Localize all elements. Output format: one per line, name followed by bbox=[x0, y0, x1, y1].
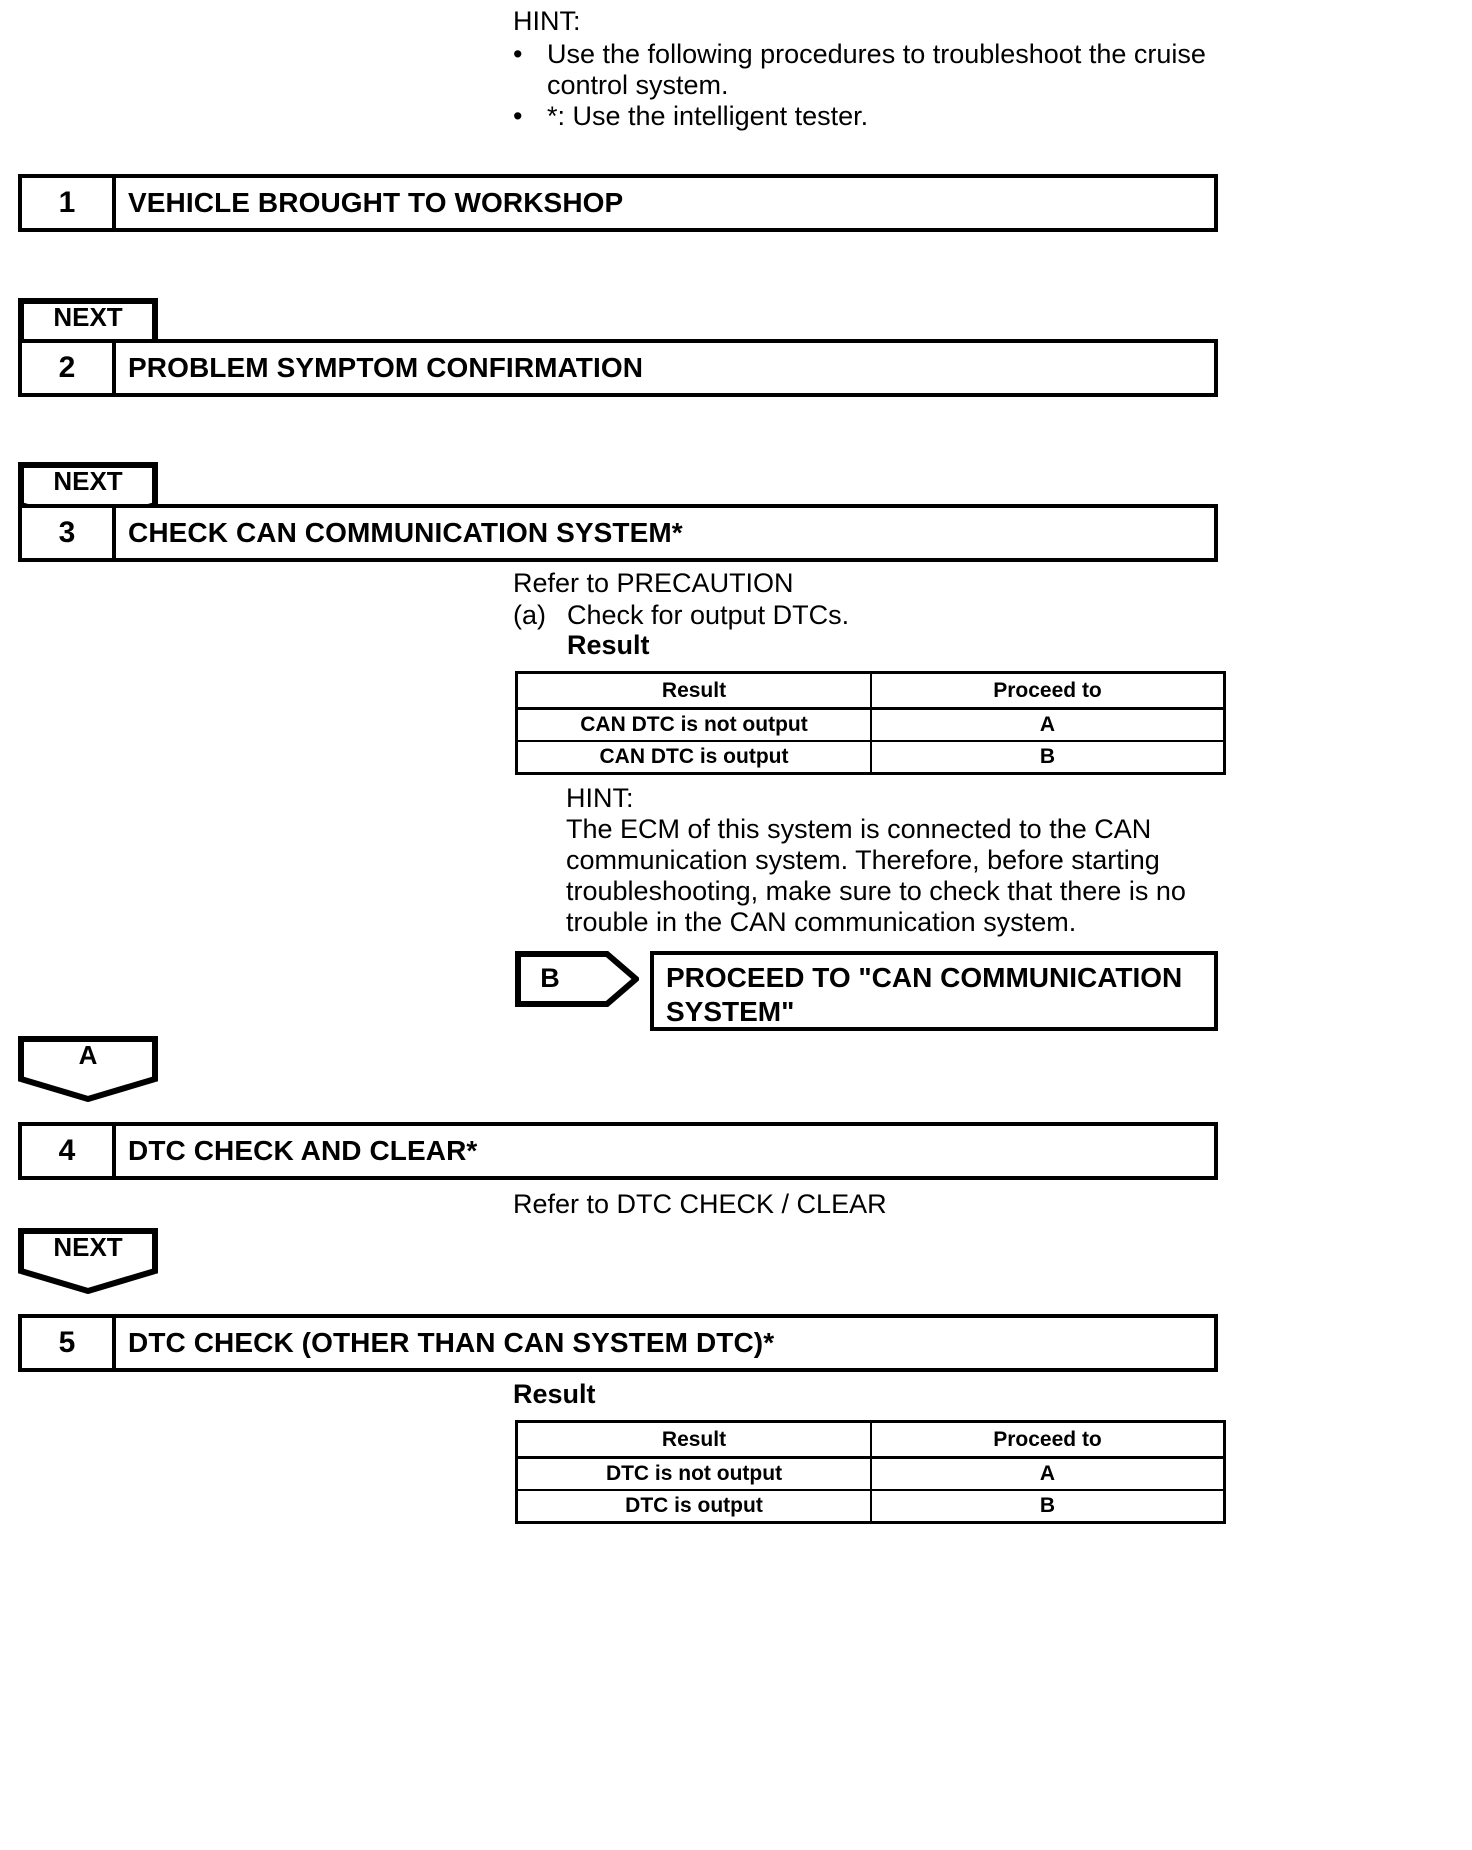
col-header-result: Result bbox=[515, 1420, 872, 1459]
step-3-hint-title: HINT: bbox=[566, 783, 634, 813]
col-header-proceed-to: Proceed to bbox=[870, 671, 1226, 710]
cell-result-value: CAN DTC is not output bbox=[515, 707, 872, 742]
step-3-item-a-marker: (a) bbox=[513, 600, 546, 630]
connector-next-4: NEXT bbox=[18, 1228, 158, 1294]
step-3-hint-line-4: trouble in the CAN communication system. bbox=[566, 907, 1077, 937]
cell-proceed-value: B bbox=[870, 1489, 1226, 1524]
proceed-to-line-1: PROCEED TO "CAN COMMUNICATION bbox=[666, 962, 1183, 993]
step-3-hint-line-2: communication system. Therefore, before … bbox=[566, 845, 1160, 875]
step-5-result-heading: Result bbox=[513, 1379, 596, 1409]
table-row: DTC is not output A bbox=[515, 1456, 1226, 1491]
step-5-label: DTC CHECK (OTHER THAN CAN SYSTEM DTC)* bbox=[128, 1327, 775, 1358]
step-3-item-a: (a) Check for output DTCs. bbox=[513, 600, 1173, 631]
connector-branch-b: B bbox=[515, 951, 639, 1007]
step-3-result-table: Result Proceed to CAN DTC is not output … bbox=[515, 671, 1226, 775]
pentagon-down-icon bbox=[18, 1036, 158, 1102]
table-row: CAN DTC is not output A bbox=[515, 707, 1226, 742]
step-4-label: DTC CHECK AND CLEAR* bbox=[128, 1135, 478, 1166]
col-header-result: Result bbox=[515, 671, 872, 710]
pentagon-down-icon bbox=[18, 1228, 158, 1294]
step-5-number: 5 bbox=[22, 1318, 116, 1368]
table-header-row: Result Proceed to bbox=[515, 671, 1226, 710]
table-row: CAN DTC is output B bbox=[515, 740, 1226, 775]
step-3-label: CHECK CAN COMMUNICATION SYSTEM* bbox=[128, 517, 683, 548]
step-1-label: VEHICLE BROUGHT TO WORKSHOP bbox=[128, 187, 624, 218]
proceed-to-line-2: SYSTEM" bbox=[666, 996, 795, 1027]
top-hint-bullet-2-text: *: Use the intelligent tester. bbox=[547, 101, 869, 131]
top-hint-bullet-2: • *: Use the intelligent tester. bbox=[513, 101, 1213, 132]
cell-result-value: DTC is not output bbox=[515, 1456, 872, 1491]
step-4-refer-line: Refer to DTC CHECK / CLEAR bbox=[513, 1189, 887, 1219]
step-2-label: PROBLEM SYMPTOM CONFIRMATION bbox=[128, 352, 644, 383]
step-3-hint-line-3: troubleshooting, make sure to check that… bbox=[566, 876, 1186, 906]
cell-proceed-value: A bbox=[870, 1456, 1226, 1491]
step-2-box[interactable]: 2 PROBLEM SYMPTOM CONFIRMATION bbox=[18, 339, 1218, 397]
bullet-dot-icon: • bbox=[513, 101, 523, 131]
step-5-box[interactable]: 5 DTC CHECK (OTHER THAN CAN SYSTEM DTC)* bbox=[18, 1314, 1218, 1372]
step-3-hint-line-1: The ECM of this system is connected to t… bbox=[566, 814, 1152, 844]
step-3-refer-line: Refer to PRECAUTION bbox=[513, 568, 794, 598]
pentagon-right-icon bbox=[515, 951, 639, 1007]
step-3-box[interactable]: 3 CHECK CAN COMMUNICATION SYSTEM* bbox=[18, 504, 1218, 562]
step-2-number: 2 bbox=[22, 343, 116, 393]
step-3-item-a-text: Check for output DTCs. bbox=[567, 600, 850, 630]
table-header-row: Result Proceed to bbox=[515, 1420, 1226, 1459]
proceed-to-can-box[interactable]: PROCEED TO "CAN COMMUNICATION SYSTEM" bbox=[650, 951, 1218, 1031]
cell-proceed-value: B bbox=[870, 740, 1226, 775]
top-hint-bullet-1-text: Use the following procedures to troubles… bbox=[547, 39, 1206, 100]
top-hint-bullet-1: • Use the following procedures to troubl… bbox=[513, 39, 1213, 101]
cell-result-value: CAN DTC is output bbox=[515, 740, 872, 775]
step-1-box[interactable]: 1 VEHICLE BROUGHT TO WORKSHOP bbox=[18, 174, 1218, 232]
step-5-result-table: Result Proceed to DTC is not output A DT… bbox=[515, 1420, 1226, 1524]
step-1-number: 1 bbox=[22, 178, 116, 228]
top-hint-title: HINT: bbox=[513, 6, 581, 36]
step-3-number: 3 bbox=[22, 508, 116, 558]
bullet-dot-icon: • bbox=[513, 39, 523, 69]
step-4-number: 4 bbox=[22, 1126, 116, 1176]
connector-branch-a: A bbox=[18, 1036, 158, 1102]
step-4-box[interactable]: 4 DTC CHECK AND CLEAR* bbox=[18, 1122, 1218, 1180]
col-header-proceed-to: Proceed to bbox=[870, 1420, 1226, 1459]
top-hint-block: HINT: • Use the following procedures to … bbox=[513, 6, 1213, 132]
table-row: DTC is output B bbox=[515, 1489, 1226, 1524]
cell-proceed-value: A bbox=[870, 707, 1226, 742]
step-3-result-heading: Result bbox=[567, 630, 650, 660]
cell-result-value: DTC is output bbox=[515, 1489, 872, 1524]
